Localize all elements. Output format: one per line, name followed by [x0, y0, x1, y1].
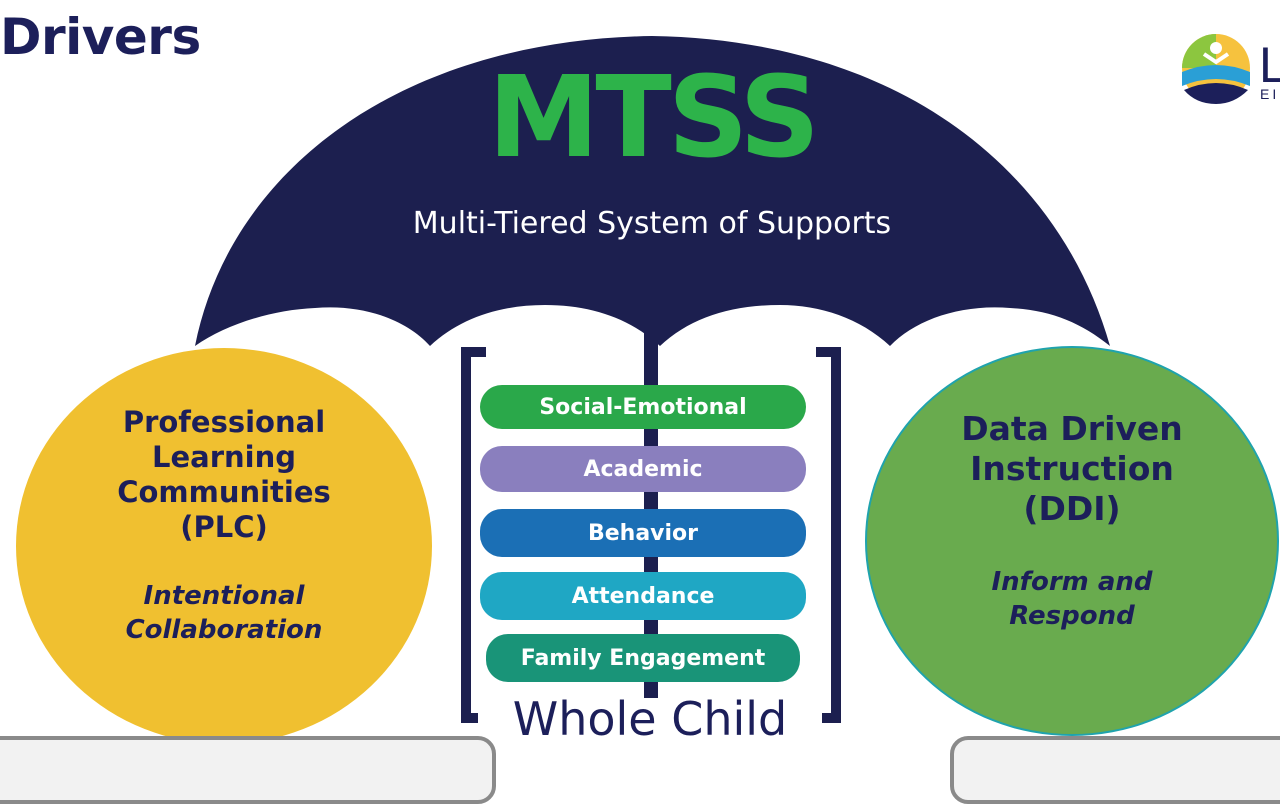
- ddi-heading-line: Data Driven: [961, 409, 1183, 448]
- logo-subtext: EI: [1260, 86, 1280, 102]
- pill-attendance: Attendance: [480, 572, 806, 620]
- ddi-tagline-line: Respond: [1009, 601, 1135, 631]
- plc-tagline: Intentional Collaboration: [126, 579, 323, 647]
- ddi-tagline: Inform and Respond: [992, 565, 1153, 633]
- umbrella-canopy: [195, 36, 1110, 346]
- logo-letter: L: [1259, 37, 1280, 93]
- plc-driver-circle: Professional Learning Communities (PLC) …: [16, 348, 432, 744]
- pill-family-engagement: Family Engagement: [486, 634, 800, 682]
- plc-heading-line: Communities: [117, 475, 331, 509]
- whole-child-label: Whole Child: [512, 692, 788, 746]
- pill-behavior: Behavior: [480, 509, 806, 557]
- left-bracket: [461, 347, 486, 723]
- ddi-heading-line: Instruction: [970, 449, 1174, 488]
- ddi-driver-circle: Data Driven Instruction (DDI) Inform and…: [865, 346, 1279, 736]
- plc-heading-line: Learning: [151, 440, 296, 474]
- mtss-title: MTSS: [487, 53, 820, 183]
- right-bracket: [816, 347, 841, 723]
- mtss-subtitle: Multi-Tiered System of Supports: [412, 206, 892, 241]
- ddi-heading: Data Driven Instruction (DDI): [961, 409, 1183, 529]
- plc-heading-line: (PLC): [180, 510, 268, 544]
- pill-academic: Academic: [480, 446, 806, 492]
- page-title: Drivers: [0, 8, 201, 66]
- district-logo: [1182, 34, 1250, 104]
- plc-heading: Professional Learning Communities (PLC): [117, 405, 331, 545]
- ddi-heading-line: (DDI): [1023, 489, 1121, 528]
- plc-tagline-line: Intentional: [143, 581, 305, 611]
- right-text-box: [950, 736, 1280, 804]
- plc-heading-line: Professional: [122, 405, 326, 439]
- left-text-box: [0, 736, 496, 804]
- pill-social-emotional: Social-Emotional: [480, 385, 806, 429]
- ddi-tagline-line: Inform and: [991, 567, 1153, 597]
- plc-tagline-line: Collaboration: [125, 615, 323, 645]
